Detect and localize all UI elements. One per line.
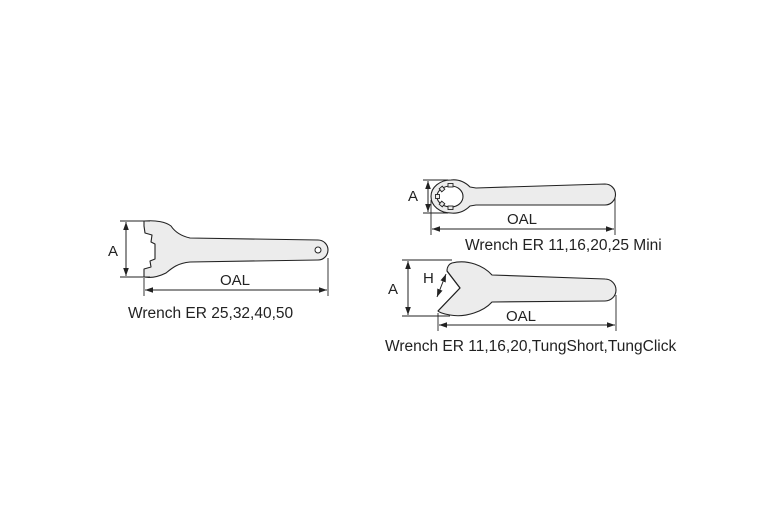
a-dimension-label: A [388, 281, 398, 298]
wrench-er-25-50-hang-hole [314, 246, 322, 254]
oal-dimension-label: OAL [220, 272, 250, 289]
wrench-er-25-50-caption: Wrench ER 25,32,40,50 [128, 305, 294, 322]
oal-dimension-label: OAL [506, 308, 536, 325]
wrench-er-tung-jaw [437, 270, 461, 312]
wrench-er-mini: A OAL Wrench ER 11,16,20,25 Mini [408, 179, 662, 254]
wrench-er-25-50: A OAL Wrench ER 25,32,40,50 [108, 220, 329, 322]
h-dimension-line [436, 273, 447, 298]
wrench-er-tung: A H OAL Wrench ER 11,16,20,TungShort,Tun… [385, 259, 676, 355]
wrench-er-25-50-body [143, 220, 329, 278]
oal-dimension-label: OAL [507, 211, 537, 228]
wrench-er-tung-body [437, 261, 617, 317]
wrench-er-tung-caption: Wrench ER 11,16,20,TungShort,TungClick [385, 338, 676, 355]
a-dimension-label: A [108, 243, 118, 260]
h-dimension-label: H [423, 270, 434, 287]
wrench-er-mini-caption: Wrench ER 11,16,20,25 Mini [465, 237, 662, 254]
wrench-er-mini-teeth [435, 183, 454, 210]
wrench-er-mini-body [430, 179, 616, 214]
a-dimension-label: A [408, 188, 418, 205]
